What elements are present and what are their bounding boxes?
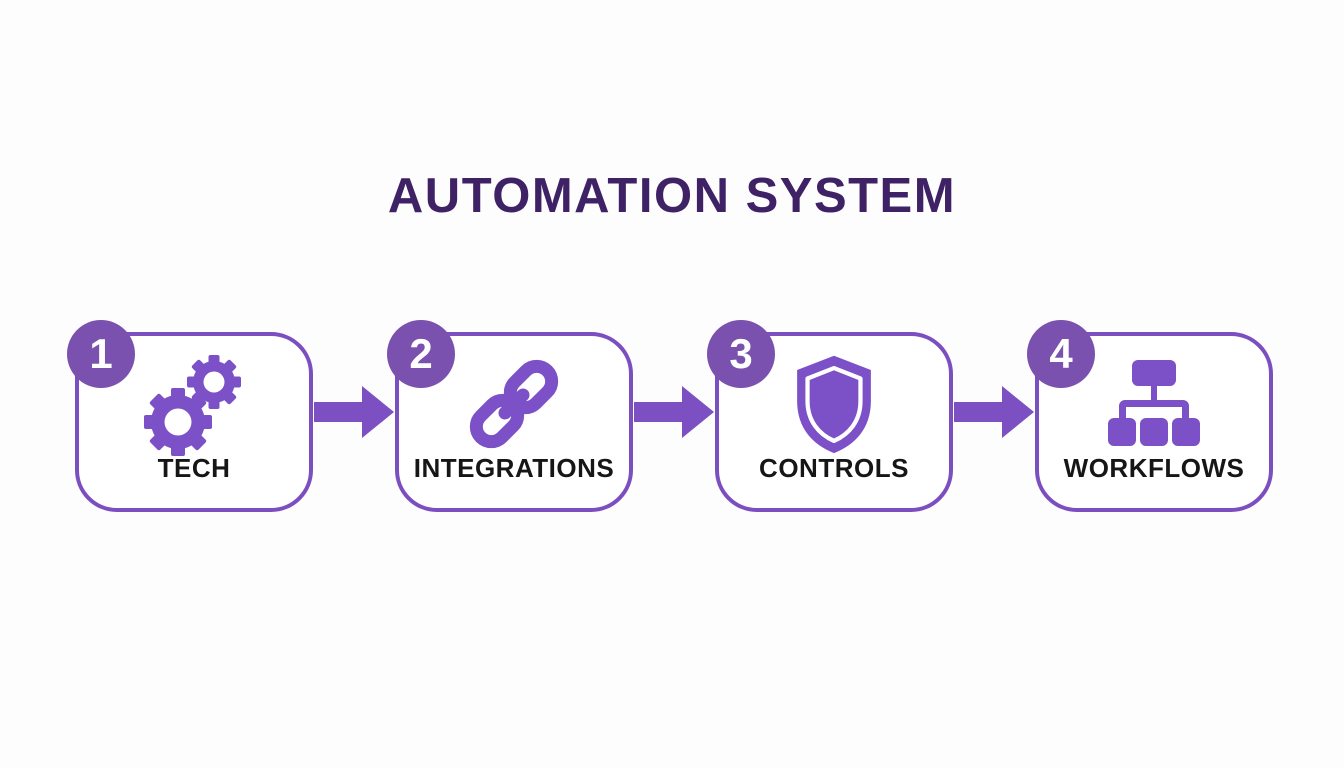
arrow-right-icon <box>314 386 394 438</box>
step-card-integrations: 2 INTEGRATIONS <box>387 320 633 512</box>
step-label: TECH <box>157 453 231 483</box>
step-label: CONTROLS <box>759 453 909 483</box>
arrow-right-icon <box>634 386 714 438</box>
sitemap-icon <box>1039 350 1269 458</box>
step-card-workflows: 4 WORKFLOWS <box>1027 320 1273 512</box>
step-card-controls: 3 CONTROLS <box>707 320 953 512</box>
step-card-tech: 1 <box>67 320 313 512</box>
gears-icon <box>79 350 309 458</box>
shield-icon <box>719 350 949 458</box>
step-number-badge: 3 <box>707 320 775 388</box>
chain-link-icon <box>399 350 629 458</box>
step-number-badge: 1 <box>67 320 135 388</box>
step-label: WORKFLOWS <box>1063 453 1245 483</box>
step-number-badge: 2 <box>387 320 455 388</box>
step-number-badge: 4 <box>1027 320 1095 388</box>
arrow-right-icon <box>954 386 1034 438</box>
diagram-title: AUTOMATION SYSTEM <box>387 169 957 223</box>
step-label: INTEGRATIONS <box>413 453 615 483</box>
